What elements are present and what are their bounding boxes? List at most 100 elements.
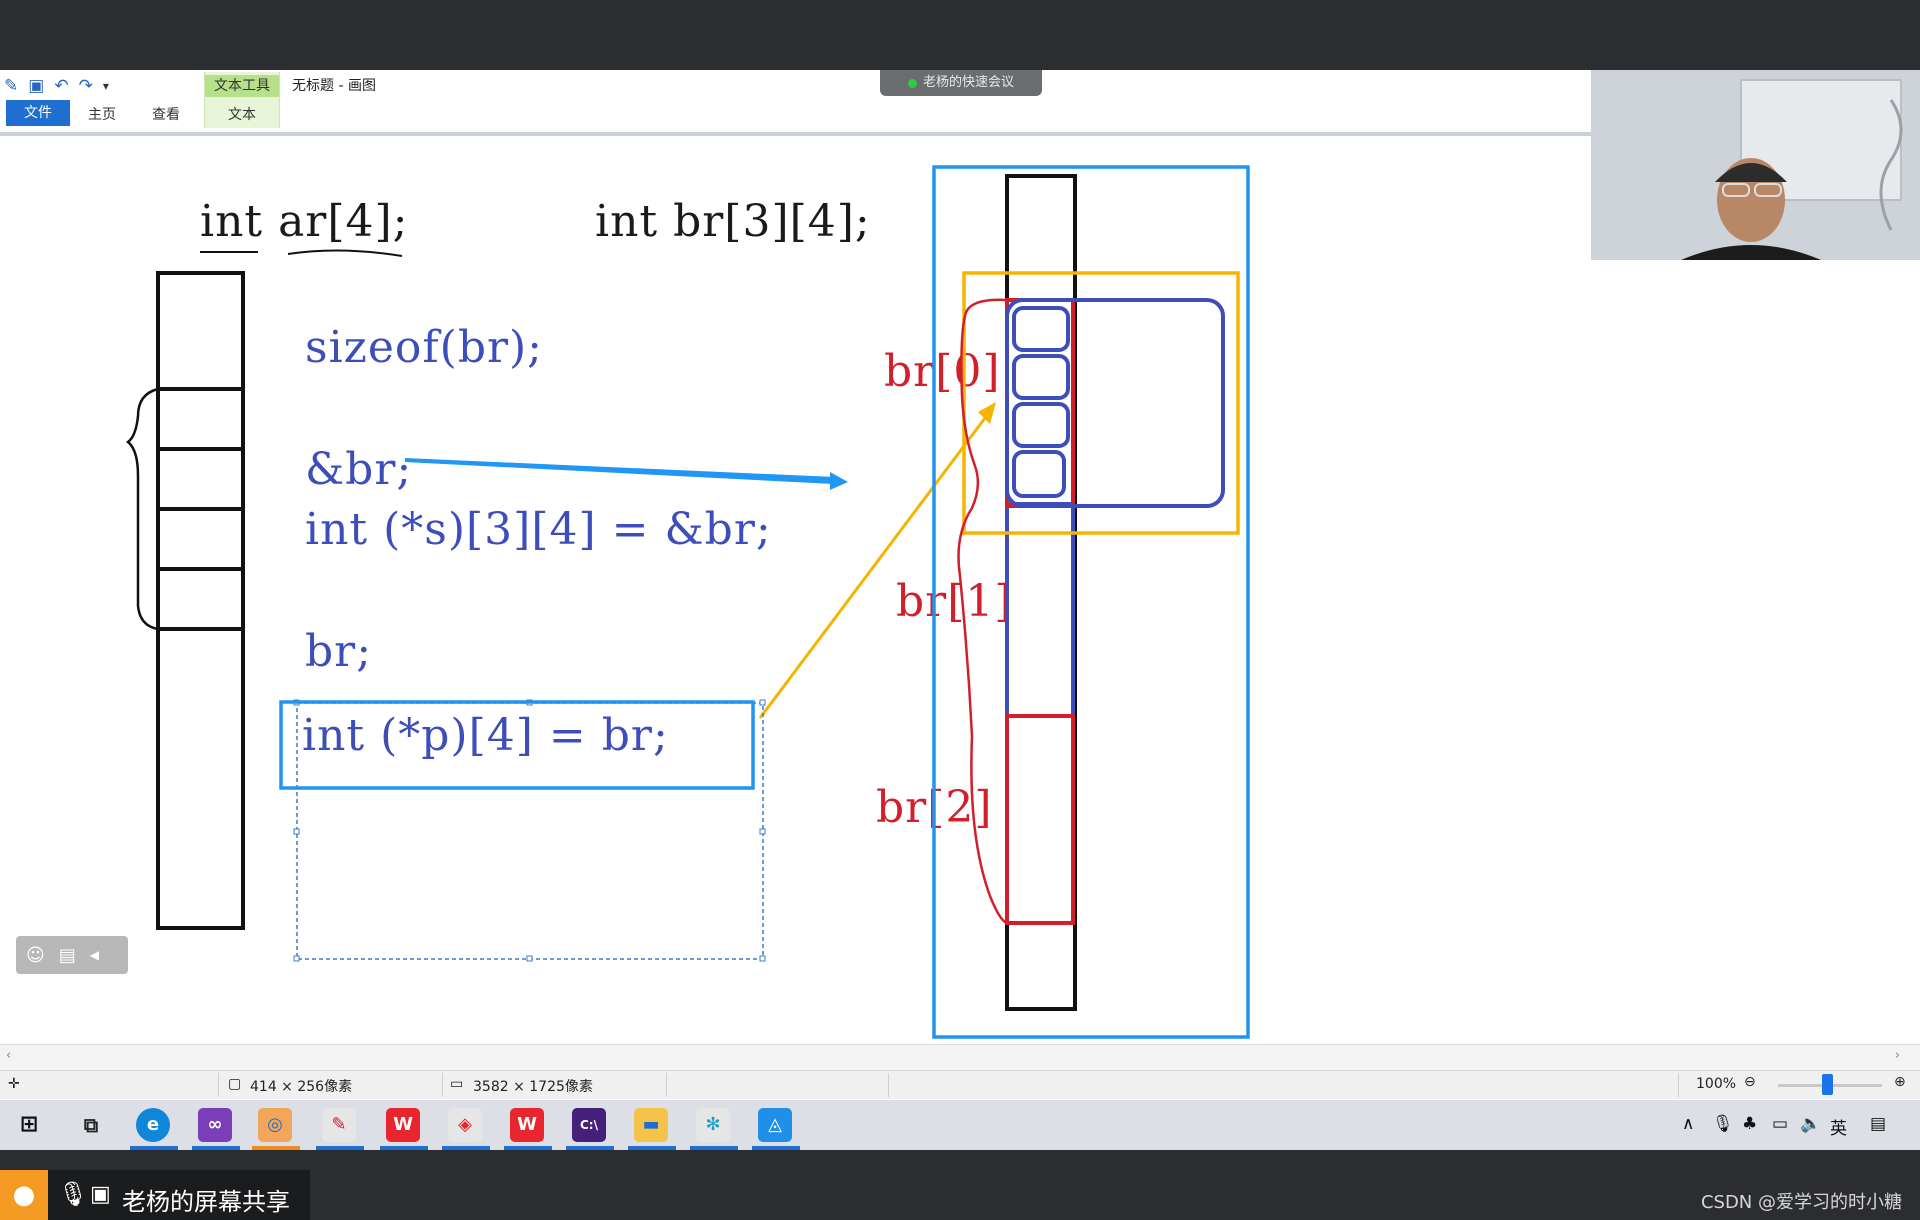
task-view-icon[interactable]: ⧉ bbox=[83, 1113, 99, 1137]
taskbar-active-indicator bbox=[690, 1146, 738, 1150]
edge-browser-icon[interactable]: e bbox=[136, 1108, 170, 1142]
resize-handle[interactable] bbox=[293, 955, 300, 962]
tab-text[interactable]: 文本 bbox=[228, 107, 256, 123]
meeting-app-icon[interactable]: ◎ bbox=[258, 1108, 292, 1142]
resize-handle[interactable] bbox=[293, 828, 300, 835]
status-separator bbox=[888, 1073, 889, 1097]
code-pointer-s: int (*s)[3][4] = &br; bbox=[305, 504, 772, 555]
br0-element-cell bbox=[1012, 450, 1066, 498]
taskbar-active-indicator bbox=[628, 1146, 676, 1150]
qq-tray-icon[interactable]: ♣ bbox=[1742, 1114, 1758, 1134]
br-outer-box bbox=[932, 165, 1250, 1039]
ar-brace bbox=[125, 387, 159, 631]
windows-start-icon[interactable]: ⊞ bbox=[19, 1112, 39, 1137]
quick-access-toolbar: ✎ ▣ ↶ ↷ ▾ bbox=[4, 74, 109, 98]
underline-ar bbox=[287, 249, 403, 257]
wps-writer-icon[interactable]: W bbox=[510, 1108, 544, 1142]
arrow-head bbox=[830, 472, 848, 490]
volume-muted-icon[interactable]: 🔈 bbox=[1800, 1114, 1822, 1134]
redo-icon[interactable]: ↷ bbox=[78, 76, 93, 96]
ime-indicator[interactable]: 英 bbox=[1830, 1119, 1847, 1139]
wps-icon[interactable]: W bbox=[386, 1108, 420, 1142]
code-line-br: int br[3][4]; bbox=[595, 196, 871, 247]
screen-share-label: 老杨的屏幕共享 bbox=[122, 1188, 290, 1216]
br-red-brace bbox=[957, 298, 1008, 925]
br0-element-cell bbox=[1012, 354, 1070, 400]
webcam-frame bbox=[1591, 70, 1920, 260]
scroll-right-icon[interactable]: › bbox=[1894, 1048, 1900, 1063]
zoom-in-icon[interactable]: ⊕ bbox=[1894, 1074, 1906, 1090]
horizontal-scrollbar[interactable]: ‹ › bbox=[0, 1044, 1920, 1071]
status-separator bbox=[1678, 1073, 1679, 1097]
taskbar-active-indicator bbox=[752, 1146, 800, 1150]
br0-element-cell bbox=[1012, 402, 1070, 448]
scroll-left-icon[interactable]: ‹ bbox=[6, 1048, 12, 1063]
taskbar-active-indicator bbox=[192, 1146, 240, 1150]
taskbar-active-indicator bbox=[566, 1146, 614, 1150]
microphone-icon[interactable]: 🎙 bbox=[1712, 1114, 1734, 1134]
code-line-ar: int ar[4]; bbox=[200, 196, 409, 247]
taskbar-active-indicator bbox=[380, 1146, 428, 1150]
paint-app-icon[interactable]: ✎ bbox=[4, 76, 19, 96]
screen-share-icon[interactable]: ▣ bbox=[90, 1182, 111, 1207]
chart-app-icon[interactable]: ◬ bbox=[758, 1108, 792, 1142]
feishu-icon[interactable]: ✻ bbox=[696, 1108, 730, 1142]
collapse-icon[interactable]: ◀ bbox=[89, 948, 100, 962]
undo-icon[interactable]: ↶ bbox=[54, 76, 69, 96]
battery-icon[interactable]: ▭ bbox=[1772, 1114, 1789, 1134]
taskbar-active-indicator bbox=[442, 1146, 490, 1150]
terminal-icon[interactable]: C:\ bbox=[572, 1108, 606, 1142]
file-explorer-icon[interactable]: ▬ bbox=[634, 1108, 668, 1142]
arrow-address-br bbox=[405, 458, 835, 484]
tray-expand-icon[interactable]: ∧ bbox=[1682, 1114, 1695, 1134]
resize-handle[interactable] bbox=[759, 955, 766, 962]
arrow-pointer-p bbox=[758, 413, 990, 719]
cursor-position-icon: ✛ bbox=[8, 1076, 20, 1092]
meeting-badge[interactable]: 老杨的快速会议 bbox=[880, 70, 1042, 96]
zoom-slider-thumb[interactable] bbox=[1822, 1074, 1833, 1095]
customize-toolbar-icon[interactable]: ▾ bbox=[102, 79, 109, 93]
taskbar-active-indicator bbox=[130, 1146, 178, 1150]
screen-share-bar: ● 🎙 ▣ 老杨的屏幕共享 bbox=[0, 1170, 310, 1220]
meeting-name: 老杨的快速会议 bbox=[922, 75, 1014, 90]
image-size: 3582 × 1725像素 bbox=[473, 1079, 593, 1095]
user-avatar-icon: ● bbox=[0, 1170, 48, 1220]
window-title: 无标题 - 画图 bbox=[292, 78, 376, 94]
tab-file[interactable]: 文件 bbox=[6, 100, 70, 126]
status-separator bbox=[218, 1073, 219, 1097]
code-pointer-p: int (*p)[4] = br; bbox=[302, 710, 669, 761]
save-icon[interactable]: ▣ bbox=[28, 76, 45, 96]
chat-icon[interactable]: ▤ bbox=[58, 944, 76, 966]
image-size-icon: ▭ bbox=[450, 1076, 464, 1092]
resize-handle[interactable] bbox=[526, 955, 533, 962]
zoom-out-icon[interactable]: ⊖ bbox=[1744, 1074, 1756, 1090]
zoom-level: 100% bbox=[1696, 1076, 1737, 1092]
pointer-p-highlight-box bbox=[279, 700, 755, 790]
br2-block bbox=[1005, 714, 1075, 925]
paint-icon[interactable]: ✎ bbox=[322, 1108, 356, 1142]
visual-studio-icon[interactable]: ∞ bbox=[198, 1108, 232, 1142]
annotation-widget: ☺ ▤ ◀ bbox=[16, 936, 128, 974]
text-selection-box[interactable] bbox=[296, 702, 764, 960]
text-tools-title: 文本工具 bbox=[205, 75, 279, 97]
status-separator bbox=[442, 1073, 443, 1097]
windows-taskbar: ⊞ ⧉ e ∞ ◎ ✎ W ◈ W C:\ ▬ ✻ ◬ ∧ 🎙 ♣ ▭ 🔈 英 … bbox=[0, 1100, 1920, 1150]
tab-home[interactable]: 主页 bbox=[88, 107, 116, 123]
arrow-head bbox=[978, 402, 996, 424]
photos-app-icon[interactable]: ◈ bbox=[448, 1108, 482, 1142]
emoji-icon[interactable]: ☺ bbox=[26, 944, 45, 966]
ar-memory-column bbox=[156, 271, 245, 930]
br1-block bbox=[1005, 502, 1075, 718]
text-tools-context-tab[interactable]: 文本工具 文本 bbox=[204, 72, 280, 128]
notification-icon[interactable]: ▤ bbox=[1870, 1114, 1887, 1134]
tab-view[interactable]: 查看 bbox=[152, 107, 180, 123]
br0-element-cell bbox=[1012, 306, 1070, 352]
drawing-canvas[interactable]: int ar[4]; int br[3][4]; sizeof(br); &br… bbox=[0, 136, 1920, 1044]
microphone-icon[interactable]: 🎙 bbox=[58, 1180, 89, 1208]
taskbar-active-indicator bbox=[316, 1146, 364, 1150]
code-address-br: &br; bbox=[305, 444, 413, 495]
drawing-layer bbox=[125, 165, 1250, 1039]
resize-handle[interactable] bbox=[759, 699, 766, 706]
selection-size-icon: ▢ bbox=[228, 1076, 242, 1092]
resize-handle[interactable] bbox=[759, 828, 766, 835]
